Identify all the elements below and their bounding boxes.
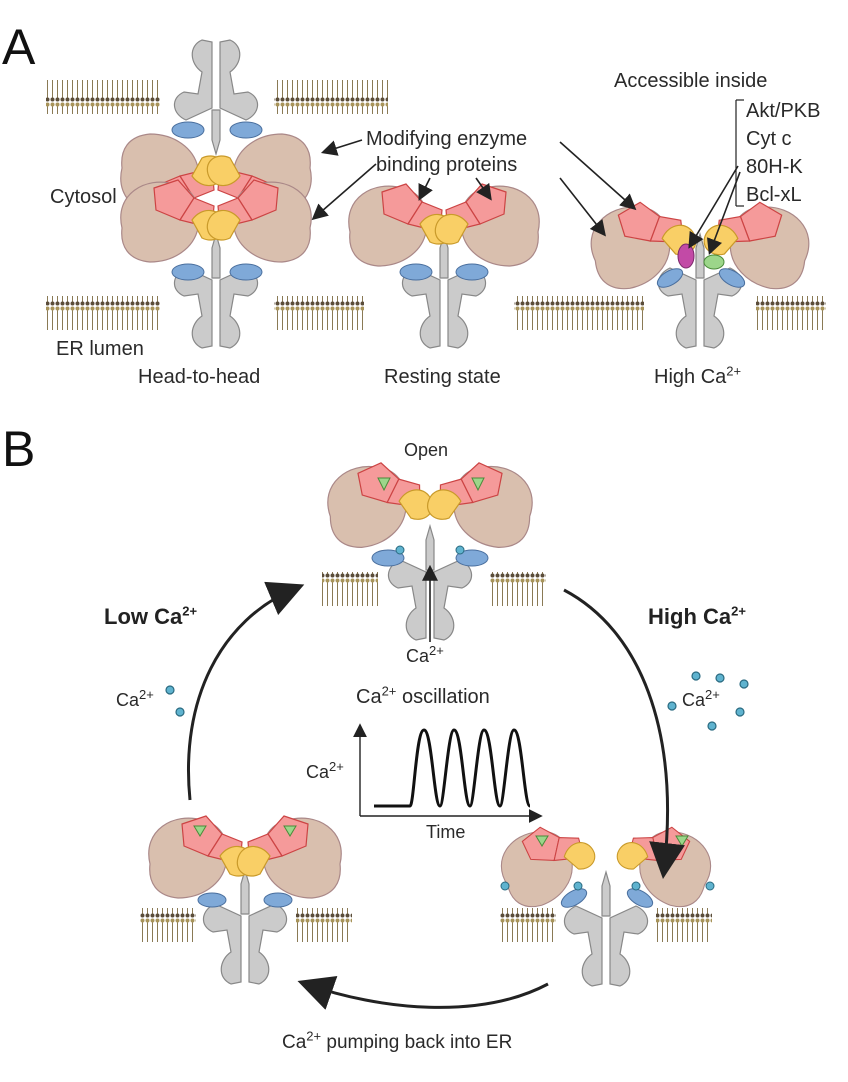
b-open-membrane-right [490,572,546,606]
b-oscillation-trace [374,728,532,808]
b-right-membrane-left [500,908,556,942]
b-left-membrane-right [296,908,352,942]
membrane-top-left [46,80,160,114]
membrane-bottom-2 [274,296,364,330]
protein-akt: Akt/PKB [746,100,821,122]
panel-a-letter: A [2,19,36,75]
b-left-lobes [148,815,342,908]
head-to-head-channel-bottom [173,233,259,349]
modifying-enzyme-label-2: binding proteins [376,154,518,176]
graph-y-label: Ca2+ [306,759,344,782]
ion-label-low: Ca2+ [116,687,154,710]
membrane-bottom-4 [756,296,826,330]
membrane-top-right [274,80,388,114]
accessible-inside-label: Accessible inside [614,70,768,92]
ion-label-high: Ca2+ [682,687,720,710]
protein-bclxl: Bcl-xL [746,184,802,206]
ion-label-open: Ca2+ [406,643,444,666]
b-cycle-arrows [187,581,685,1010]
open-label: Open [404,440,449,460]
er-lumen-label: ER lumen [56,338,144,360]
panel-a-arrows [311,99,744,255]
state-resting: Resting state [384,366,501,388]
resting-state-lobes [348,183,540,281]
b-right-lobes [491,812,721,915]
graph-x-label: Time [426,822,466,842]
b-left-channel [202,869,288,985]
b-free-ions [165,671,749,731]
modifying-enzyme-label-1: Modifying enzyme [366,128,528,150]
high-ca-lobes [583,191,817,296]
b-open-membrane-left [322,572,378,606]
high-ca-channel [657,233,743,349]
magenta-binding-protein [677,243,695,269]
state-head-to-head: Head-to-head [138,366,261,388]
low-ca-label: Low Ca2+ [104,603,198,629]
membrane-bottom-1 [46,296,160,330]
protein-cytc: Cyt c [746,128,792,150]
b-open-lobes [323,457,537,567]
b-left-membrane-left [140,908,196,942]
high-ca-label: High Ca2+ [648,603,746,629]
panel-b-letter: B [2,421,36,477]
head-to-head-blue-domains [171,121,263,281]
pumping-label: Ca2+ pumping back into ER [282,1028,513,1053]
cytosol-label: Cytosol [50,186,117,208]
state-high-ca: High Ca2+ [654,363,742,388]
b-right-membrane-right [656,908,712,942]
membrane-bottom-3 [514,296,644,330]
oscillation-title: Ca2+ oscillation [356,683,490,708]
b-oscillation-graph [353,723,543,823]
green-binding-protein [703,254,725,270]
protein-80hk: 80H-K [746,156,803,178]
